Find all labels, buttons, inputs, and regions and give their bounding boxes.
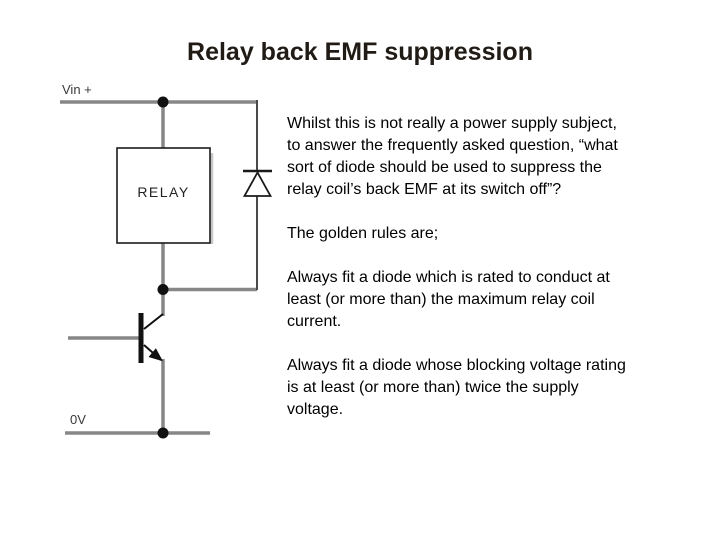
text-line: is at least (or more than) twice the sup… bbox=[287, 379, 579, 396]
relay-box bbox=[116, 147, 211, 244]
flyback-diode-icon bbox=[242, 169, 273, 197]
ground-rail-label: 0V bbox=[70, 412, 86, 427]
junction-dot-middle bbox=[157, 284, 169, 295]
text-line: relay coil’s back EMF at its switch off”… bbox=[287, 181, 562, 198]
text-line: Whilst this is not really a power supply… bbox=[287, 115, 617, 132]
diode-triangle bbox=[242, 170, 273, 197]
relay-label: RELAY bbox=[137, 184, 189, 200]
text-line: voltage. bbox=[287, 401, 344, 418]
transistor-emitter-arrow bbox=[148, 348, 164, 362]
text-line: sort of diode should be used to suppress… bbox=[287, 159, 602, 176]
body-paragraph-rule-current: Always fit a diode which is rated to con… bbox=[287, 267, 687, 333]
slide-title: Relay back EMF suppression bbox=[187, 38, 533, 66]
body-paragraph-golden-rules: The golden rules are; bbox=[287, 223, 687, 245]
text-line: Always fit a diode whose blocking voltag… bbox=[287, 357, 626, 374]
body-paragraph-intro: Whilst this is not really a power supply… bbox=[287, 113, 687, 201]
text-line: current. bbox=[287, 313, 342, 330]
transistor-collector-lead bbox=[143, 313, 164, 330]
wire-group bbox=[60, 100, 257, 435]
text-line: to answer the frequently asked question,… bbox=[287, 137, 618, 154]
junction-dots bbox=[157, 96, 169, 439]
body-paragraph-rule-voltage: Always fit a diode whose blocking voltag… bbox=[287, 355, 687, 421]
text-line: Always fit a diode which is rated to con… bbox=[287, 269, 610, 286]
junction-dot-bottom bbox=[157, 427, 169, 439]
supply-rail-label: Vin + bbox=[62, 82, 92, 97]
relay-circuit-diagram: RELAY Vin + 0V bbox=[60, 82, 273, 439]
npn-transistor-icon bbox=[138, 313, 164, 363]
body-text-block: Whilst this is not really a power supply… bbox=[287, 113, 687, 443]
text-line: least (or more than) the maximum relay c… bbox=[287, 291, 595, 308]
text-line: The golden rules are; bbox=[287, 225, 439, 242]
junction-dot-top bbox=[157, 96, 169, 108]
